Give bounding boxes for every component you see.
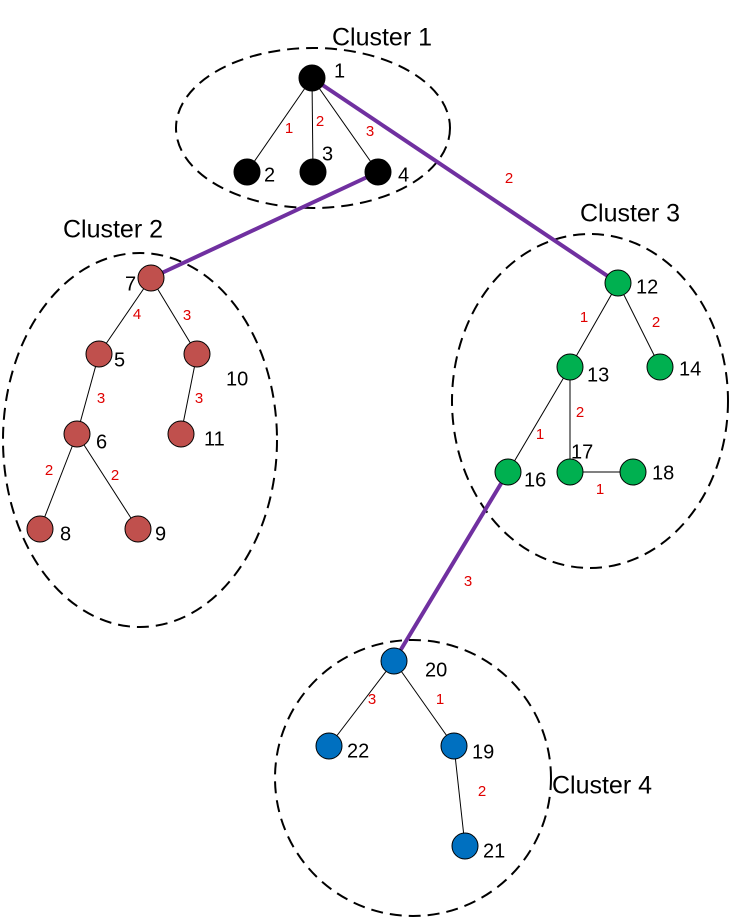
cluster-titles: Cluster 1 Cluster 2 Cluster 3 Cluster 4 — [63, 24, 680, 800]
node-14 — [646, 353, 674, 381]
cluster-outline-c1 — [175, 47, 451, 209]
edge-20-22 — [328, 660, 395, 747]
edge-weight-1-4: 3 — [366, 123, 374, 140]
edge-6-8 — [39, 433, 78, 530]
node-label-12: 12 — [636, 276, 658, 298]
edges — [39, 76, 661, 847]
edge-weight-7-5: 4 — [133, 306, 141, 323]
node-6 — [63, 420, 91, 448]
node-label-22: 22 — [347, 740, 369, 762]
edge-1-4 — [311, 77, 379, 173]
edge-7-10 — [150, 277, 198, 355]
node-21 — [451, 832, 479, 860]
node-22 — [315, 732, 343, 760]
node-label-7: 7 — [125, 273, 136, 295]
node-11 — [167, 420, 195, 448]
node-9 — [124, 515, 152, 543]
edge-20-19 — [393, 660, 455, 747]
edge-6-9 — [76, 433, 139, 530]
node-label-21: 21 — [483, 840, 505, 862]
node-17 — [556, 458, 584, 486]
node-18 — [619, 458, 647, 486]
node-7 — [137, 264, 165, 292]
node-5 — [85, 340, 113, 368]
node-16 — [494, 458, 522, 486]
node-13 — [556, 353, 584, 381]
cluster-outline-c4 — [274, 639, 552, 917]
edge-weight-20-19: 1 — [436, 691, 444, 708]
edge-12-14 — [617, 282, 661, 368]
cluster-title-c3: Cluster 3 — [580, 200, 680, 228]
inter-cluster-edge-4-7 — [149, 170, 380, 280]
node-label-9: 9 — [155, 523, 166, 545]
node-label-16: 16 — [524, 469, 546, 491]
inter-cluster-edge-1-12 — [310, 76, 620, 285]
node-8 — [26, 515, 54, 543]
node-label-5: 5 — [114, 349, 125, 371]
edge-weight-13-17: 2 — [576, 404, 584, 421]
node-label-11: 11 — [204, 428, 225, 450]
edge-weight-12-14: 2 — [652, 314, 660, 331]
node-label-1: 1 — [334, 60, 345, 82]
node-10 — [183, 340, 211, 368]
node-label-6: 6 — [96, 431, 107, 453]
edge-5-6 — [76, 353, 100, 435]
node-12 — [604, 269, 632, 297]
node-4 — [364, 158, 392, 186]
edge-weight-12-13: 1 — [580, 309, 588, 326]
cluster-outline-c3 — [451, 233, 729, 569]
edge-weight-5-6: 3 — [97, 390, 105, 407]
edge-weight-10-11: 3 — [195, 390, 203, 407]
node-label-20: 20 — [425, 659, 447, 681]
node-label-13: 13 — [587, 364, 609, 386]
node-label-10: 10 — [226, 368, 248, 390]
node-1 — [298, 64, 326, 92]
edge-1-2 — [246, 77, 313, 173]
node-label-2: 2 — [264, 164, 275, 186]
edge-1-3 — [311, 77, 314, 173]
cluster-title-c4: Cluster 4 — [552, 772, 652, 800]
edge-weight-7-10: 3 — [183, 307, 191, 324]
edge-weight-13-16: 1 — [536, 426, 544, 443]
edge-13-16 — [507, 366, 571, 473]
node-2 — [233, 158, 261, 186]
edge-weight-1-3: 2 — [316, 113, 324, 130]
edge-12-13 — [569, 282, 619, 368]
edge-weight-16-20: 3 — [464, 573, 472, 590]
node-label-19: 19 — [472, 741, 494, 763]
node-label-17: 17 — [571, 441, 593, 463]
node-label-8: 8 — [60, 523, 71, 545]
cluster-title-c1: Cluster 1 — [332, 24, 432, 52]
cluster-title-c2: Cluster 2 — [63, 216, 163, 244]
cluster-outlines — [2, 47, 729, 917]
edge-19-21 — [453, 745, 466, 847]
nodes — [26, 64, 674, 860]
edge-weight-20-22: 3 — [368, 691, 376, 708]
edge-10-11 — [180, 353, 198, 435]
edge-weight-6-9: 2 — [111, 467, 119, 484]
node-label-18: 18 — [652, 462, 674, 484]
inter-cluster-edge-16-20 — [392, 470, 510, 663]
node-3 — [299, 158, 327, 186]
node-19 — [440, 732, 468, 760]
node-label-3: 3 — [322, 143, 333, 165]
node-label-4: 4 — [398, 164, 409, 186]
node-20 — [380, 647, 408, 675]
edge-weight-17-18: 1 — [596, 481, 604, 498]
edge-weight-1-12: 2 — [505, 170, 513, 187]
node-label-14: 14 — [679, 358, 701, 380]
edge-weight-6-8: 2 — [45, 462, 53, 479]
edge-7-5 — [98, 277, 152, 355]
edge-weight-1-2: 1 — [285, 120, 293, 137]
cluster-outline-c2 — [2, 252, 278, 628]
edge-weight-19-21: 2 — [478, 783, 486, 800]
